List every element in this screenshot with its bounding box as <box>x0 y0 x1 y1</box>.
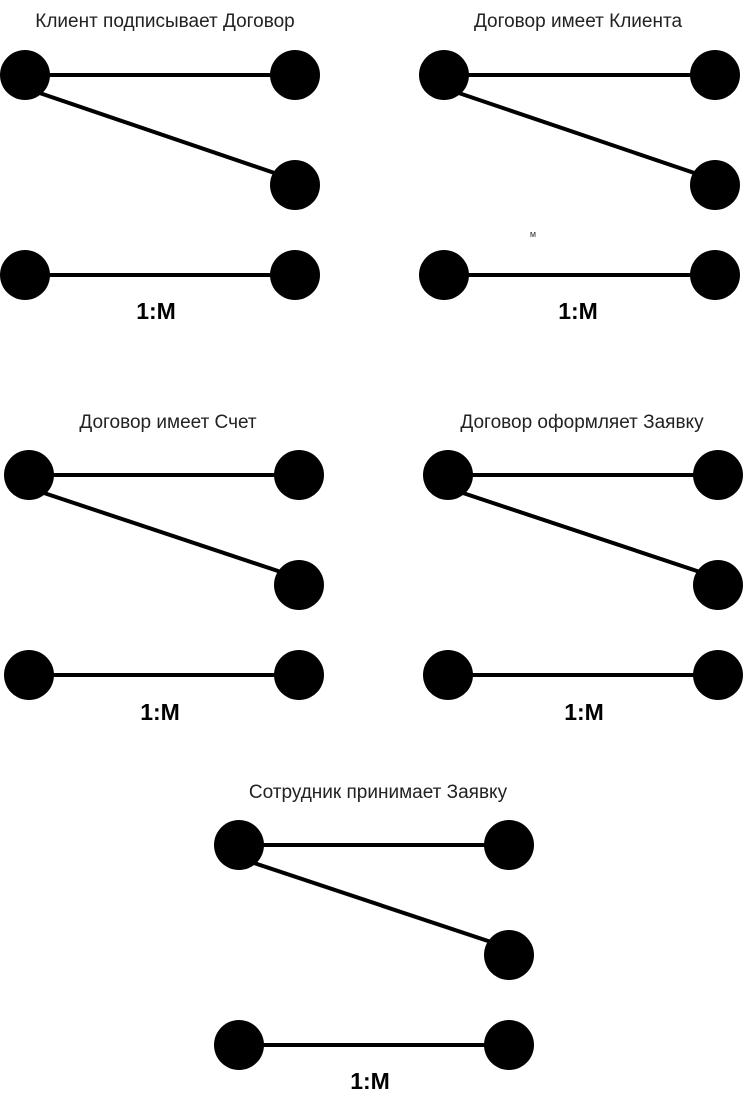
node-right-bottom <box>484 1020 534 1070</box>
node-left-top <box>0 50 50 100</box>
node-right-top <box>274 450 324 500</box>
node-left-bottom <box>419 250 469 300</box>
node-left-top <box>4 450 54 500</box>
cardinality-label: 1:M <box>136 298 176 324</box>
node-left-bottom <box>423 650 473 700</box>
cardinality-label: 1:M <box>558 298 598 324</box>
node-right-top <box>484 820 534 870</box>
node-left-top <box>214 820 264 870</box>
node-left-bottom <box>4 650 54 700</box>
node-right-middle <box>690 160 740 210</box>
node-right-bottom <box>693 650 743 700</box>
node-left-top <box>423 450 473 500</box>
edge-one-to-many <box>27 486 301 580</box>
node-left-bottom <box>0 250 50 300</box>
cardinality-label: 1:M <box>350 1068 390 1094</box>
node-right-middle <box>693 560 743 610</box>
node-left-bottom <box>214 1020 264 1070</box>
node-right-top <box>690 50 740 100</box>
diagram-client-signs-contract: Клиент подписывает Договор 1:M <box>0 11 320 324</box>
diagram-title: Клиент подписывает Договор <box>35 11 295 32</box>
edge-one-to-many <box>446 486 720 580</box>
cardinality-label: 1:M <box>140 699 180 725</box>
diagram-title: Сотрудник принимает Заявку <box>249 782 508 803</box>
cardinality-label: 1:M <box>564 699 604 725</box>
node-right-top <box>270 50 320 100</box>
node-right-bottom <box>274 650 324 700</box>
diagram-contract-files-request: Договор оформляет Заявку 1:M <box>423 412 743 725</box>
edge-one-to-many <box>442 86 717 182</box>
diagram-title: Договор имеет Счет <box>79 412 257 433</box>
stray-label: м <box>530 229 536 239</box>
diagram-contract-has-invoice: Договор имеет Счет 1:M <box>4 412 324 725</box>
node-right-middle <box>274 560 324 610</box>
node-right-top <box>693 450 743 500</box>
diagram-title: Договор оформляет Заявку <box>460 412 704 433</box>
edge-one-to-many <box>23 86 297 182</box>
diagram-title: Договор имеет Клиента <box>474 11 682 32</box>
diagram-contract-has-client: Договор имеет Клиента м 1:M <box>419 11 740 324</box>
node-right-bottom <box>690 250 740 300</box>
diagram-employee-accepts-request: Сотрудник принимает Заявку 1:M <box>214 782 534 1094</box>
node-right-bottom <box>270 250 320 300</box>
edge-one-to-many <box>237 856 511 950</box>
node-right-middle <box>270 160 320 210</box>
node-right-middle <box>484 930 534 980</box>
node-left-top <box>419 50 469 100</box>
